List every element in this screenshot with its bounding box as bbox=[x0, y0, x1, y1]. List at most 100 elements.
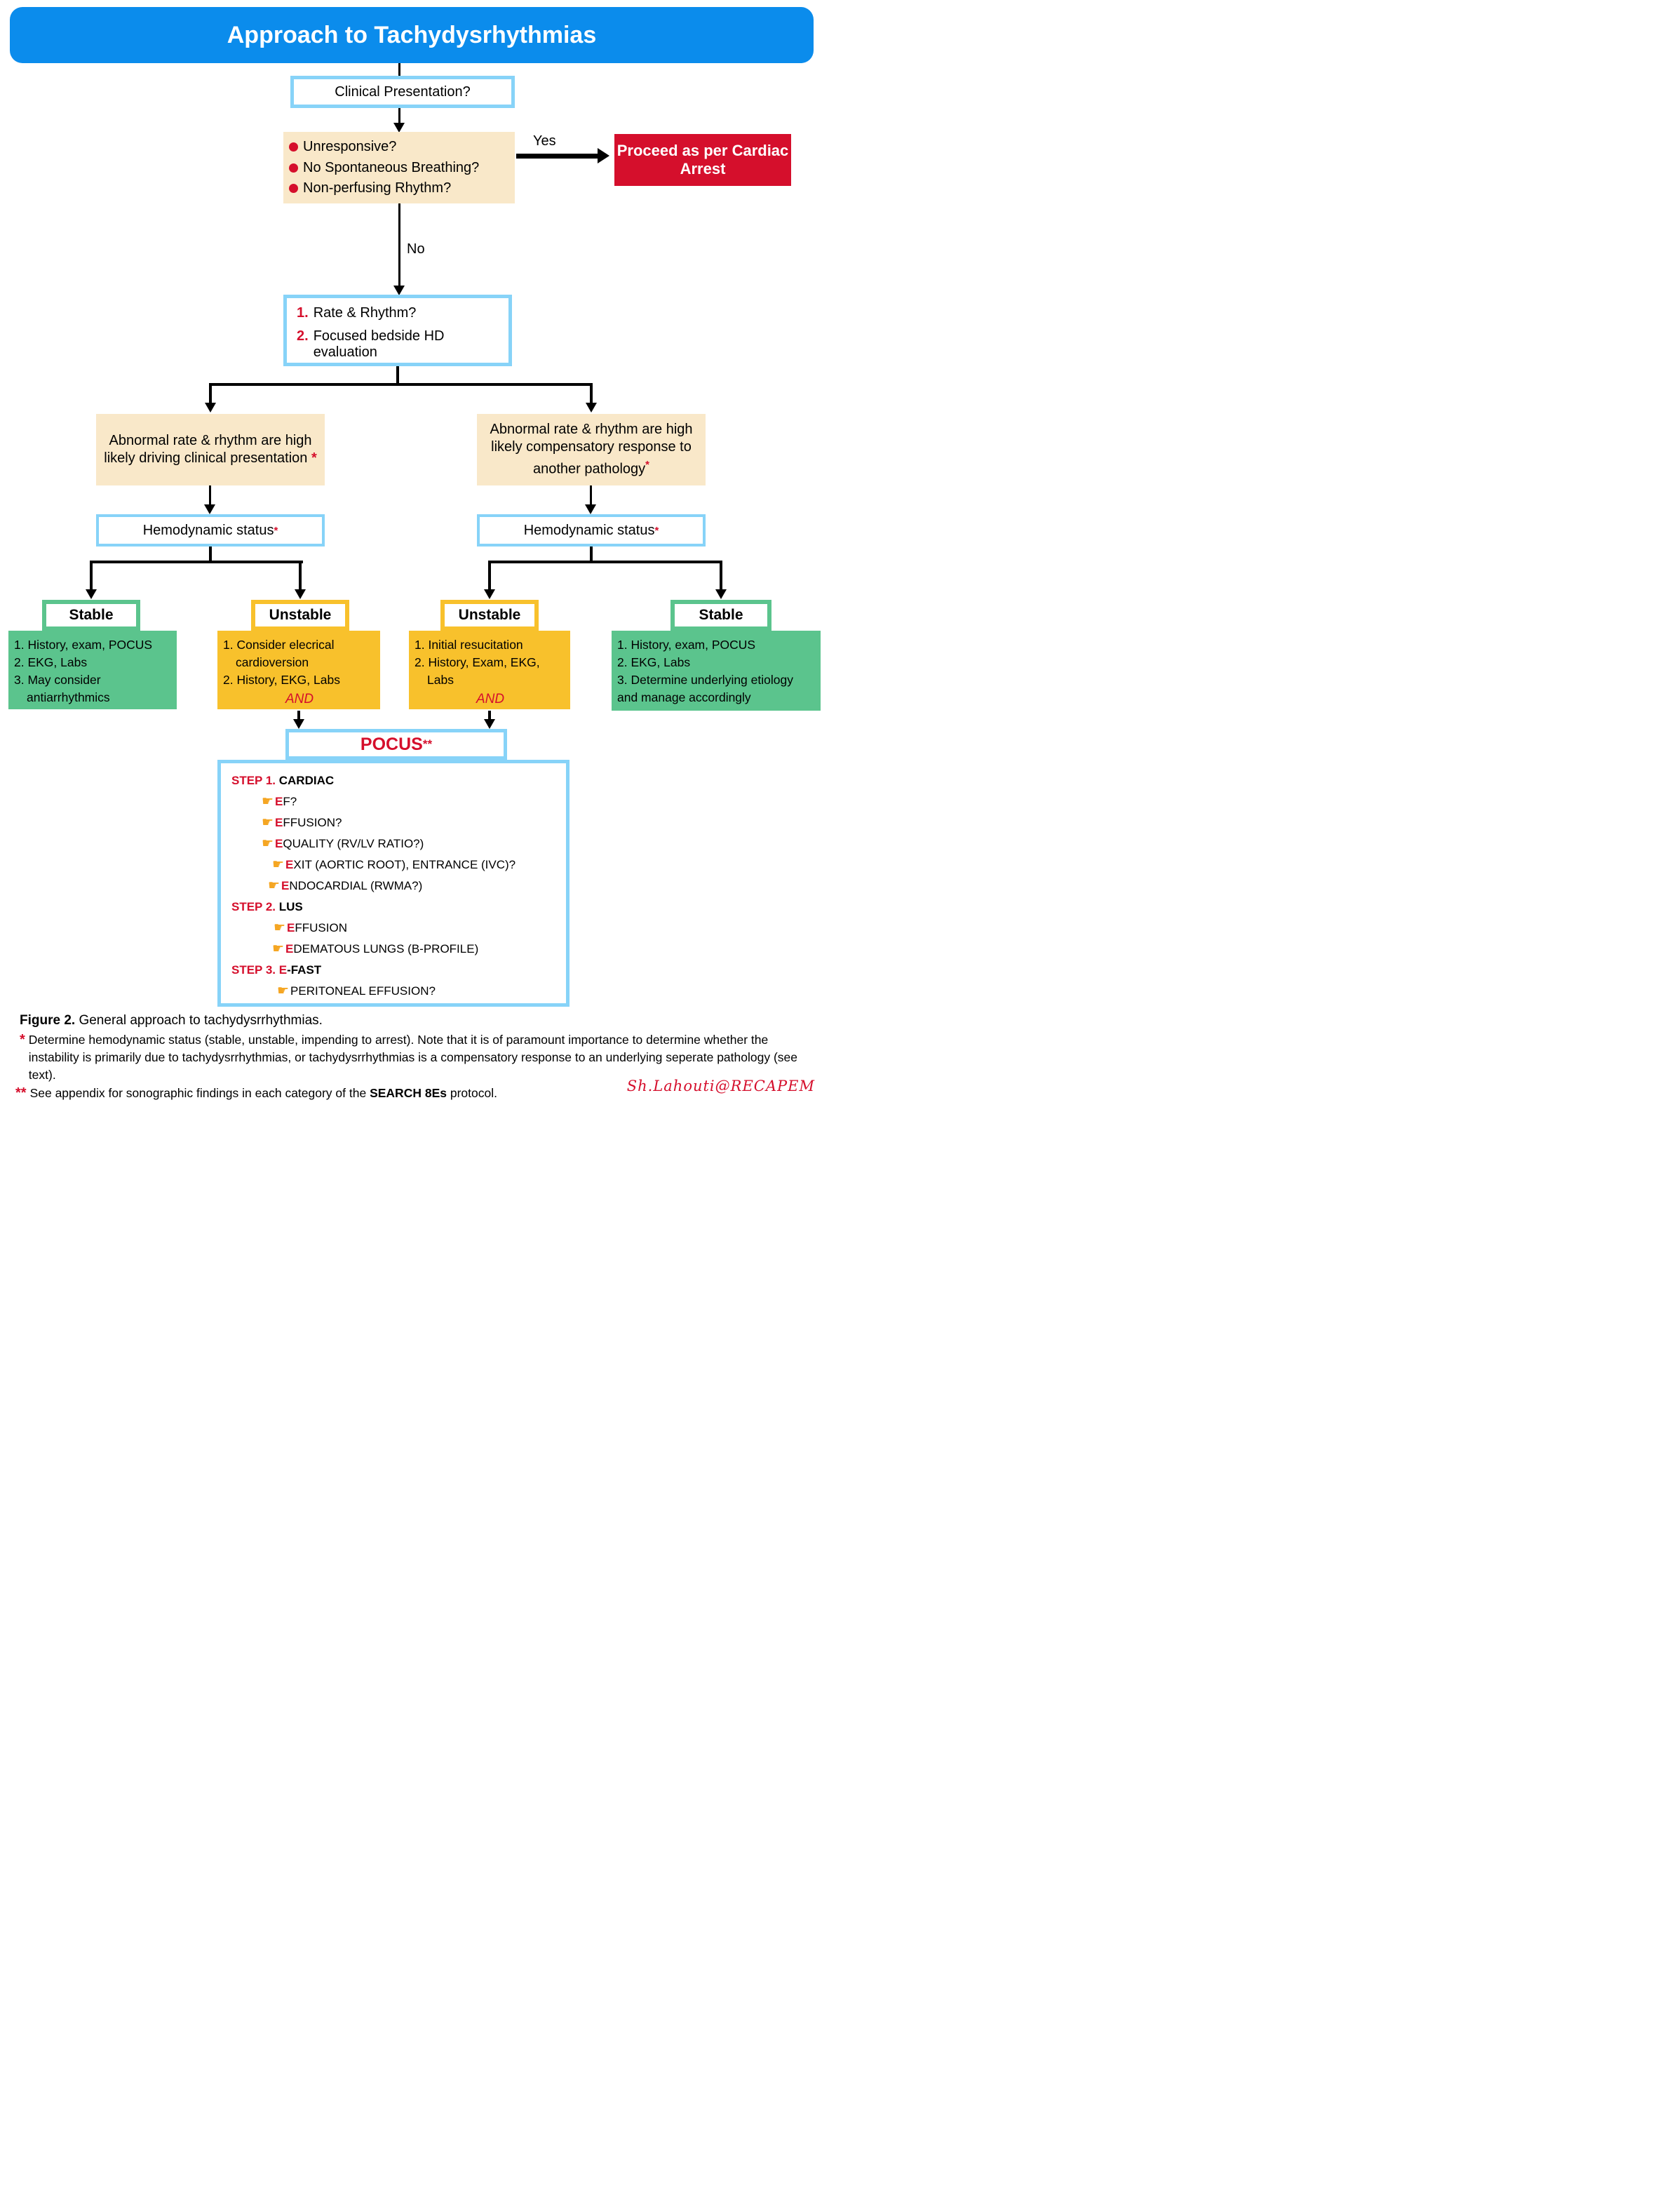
triage-item: No Spontaneous Breathing? bbox=[289, 160, 509, 176]
bullet-dot-icon bbox=[289, 184, 298, 193]
yes-label: Yes bbox=[533, 133, 556, 149]
flowchart-canvas: Approach to Tachydysrhythmias Clinical P… bbox=[0, 0, 829, 1106]
step-name: LUS bbox=[278, 900, 303, 913]
step-name: CARDIAC bbox=[278, 774, 335, 787]
item-text: XIT (AORTIC ROOT), ENTRANCE (IVC)? bbox=[293, 858, 516, 871]
connector-split2L-a bbox=[90, 561, 93, 590]
list-item: 1. Initial resucitation bbox=[414, 638, 523, 652]
no-label: No bbox=[407, 241, 425, 257]
item-text: DEMATOUS LUNGS (B-PROFILE) bbox=[293, 942, 479, 956]
asterisk: * bbox=[20, 1032, 25, 1047]
assessment-item: 1. Rate & Rhythm? bbox=[297, 305, 501, 321]
item-lead: E bbox=[287, 921, 295, 934]
pointing-finger-icon: ☛ bbox=[262, 794, 274, 809]
item-text: QUALITY (RV/LV RATIO?) bbox=[283, 837, 424, 850]
connector-split2R-b bbox=[720, 561, 722, 590]
footnote-double-asterisk: ** See appendix for sonographic findings… bbox=[15, 1085, 497, 1102]
assessment-item-label: Rate & Rhythm? bbox=[313, 305, 417, 321]
pocus-step1: STEP 1. CARDIAC bbox=[231, 770, 566, 791]
assessment-item-label: Focused bedside HD evaluation bbox=[313, 328, 445, 360]
connector-unstableR-pocus bbox=[488, 711, 491, 720]
pointing-finger-icon: ☛ bbox=[262, 815, 274, 830]
item-lead: E bbox=[281, 879, 290, 892]
connector-yes bbox=[516, 154, 599, 159]
connector-unstableL-pocus bbox=[297, 711, 300, 720]
pocus-item: ☛PERITONEAL EFFUSION? bbox=[277, 981, 566, 1002]
page-title: Approach to Tachydysrhythmias bbox=[10, 7, 814, 63]
item-text: FFUSION bbox=[295, 921, 347, 934]
branch-compensatory-label: Abnormal rate & rhythm are high likely c… bbox=[490, 422, 693, 477]
list-item: 3. Determine underlying etiology and man… bbox=[617, 673, 793, 704]
pocus-step3: STEP 3. E-FAST bbox=[231, 960, 566, 981]
connector-title-down bbox=[398, 63, 400, 76]
arrowhead-split2L-b bbox=[295, 589, 306, 599]
node-stable-right-actions: 1. History, exam, POCUS 2. EKG, Labs 3. … bbox=[612, 631, 821, 711]
item-lead: E bbox=[285, 942, 294, 956]
pointing-finger-icon: ☛ bbox=[277, 984, 290, 998]
arrowhead-no bbox=[393, 286, 405, 295]
item-number: 1. bbox=[297, 305, 309, 321]
node-branch-driving: Abnormal rate & rhythm are high likely d… bbox=[96, 414, 325, 485]
list-item: 1. History, exam, POCUS bbox=[14, 638, 153, 652]
note2-a: See appendix for sonographic findings in… bbox=[29, 1086, 370, 1100]
connector-no bbox=[398, 203, 400, 286]
figure-caption-text: General approach to tachydysrrhythmias. bbox=[75, 1013, 323, 1028]
triage-item-label: No Spontaneous Breathing? bbox=[303, 159, 480, 175]
arrowhead-unstableR-pocus bbox=[484, 719, 495, 729]
pocus-item: ☛EFFUSION? bbox=[262, 812, 566, 833]
connector-split1-right bbox=[590, 383, 593, 404]
and-label: AND bbox=[476, 692, 505, 706]
branch-driving-text: Abnormal rate & rhythm are high likely d… bbox=[100, 432, 321, 467]
list-item: 2. EKG, Labs bbox=[617, 655, 691, 669]
pointing-finger-icon: ☛ bbox=[268, 878, 281, 893]
pocus-item: ☛EDEMATOUS LUNGS (B-PROFILE) bbox=[272, 939, 566, 960]
bullet-dot-icon bbox=[289, 163, 298, 173]
header-unstable-left: Unstable bbox=[251, 600, 349, 631]
pointing-finger-icon: ☛ bbox=[272, 857, 285, 872]
list-item: 2. History, Exam, EKG, Labs bbox=[414, 655, 540, 687]
pointing-finger-icon: ☛ bbox=[272, 941, 285, 956]
item-lead: E bbox=[275, 795, 283, 808]
connector-cp-down bbox=[398, 108, 400, 123]
triage-item: Non-perfusing Rhythm? bbox=[289, 180, 509, 196]
connector-split1-bar bbox=[209, 383, 593, 386]
item-text: NDOCARDIAL (RWMA?) bbox=[289, 879, 423, 892]
arrowhead-split2L-a bbox=[86, 589, 97, 599]
step-label: STEP 3. bbox=[231, 963, 276, 977]
asterisk: * bbox=[311, 450, 317, 466]
triage-item: Unresponsive? bbox=[289, 139, 509, 155]
connector-split2L-bar bbox=[90, 561, 303, 563]
author-signature: Sh.Lahouti@RECAPEM bbox=[626, 1078, 815, 1094]
connector-split2R-a bbox=[488, 561, 491, 590]
triage-item-label: Unresponsive? bbox=[303, 139, 397, 154]
node-hemo-left: Hemodynamic status* bbox=[96, 514, 325, 547]
node-pocus-title: POCUS** bbox=[285, 729, 507, 760]
step-label: STEP 2. bbox=[231, 900, 276, 913]
pocus-item: ☛EF? bbox=[262, 791, 566, 812]
footnote-asterisk-text: Determine hemodynamic status (stable, un… bbox=[28, 1033, 797, 1082]
item-text: PERITONEAL EFFUSION? bbox=[290, 984, 436, 998]
arrowhead-split1-left bbox=[205, 403, 216, 413]
arrowhead-unstableL-pocus bbox=[293, 719, 304, 729]
pocus-item: ☛EFFUSION bbox=[274, 918, 566, 939]
arrowhead-cp-down bbox=[393, 123, 405, 133]
node-unstable-left-actions: 1. Consider elecrical cardioversion 2. H… bbox=[217, 631, 380, 709]
item-number: 2. bbox=[297, 328, 309, 344]
list-item: 3. May consider antiarrhythmics bbox=[14, 673, 110, 704]
arrowhead-split2R-b bbox=[715, 589, 727, 599]
list-item: 1. History, exam, POCUS bbox=[617, 638, 756, 652]
connector-split2L-b bbox=[299, 561, 302, 590]
arrowhead-split1-right bbox=[586, 403, 597, 413]
node-hemo-right: Hemodynamic status* bbox=[477, 514, 706, 547]
figure-caption: Figure 2. General approach to tachydysrr… bbox=[20, 1013, 323, 1028]
connector-split1-left bbox=[209, 383, 212, 404]
connector-split2L-stub bbox=[209, 547, 212, 563]
node-assessment: 1. Rate & Rhythm? 2. Focused bedside HD … bbox=[283, 295, 512, 366]
pointing-finger-icon: ☛ bbox=[274, 920, 286, 935]
step-name: -FAST bbox=[287, 963, 322, 977]
node-stable-left-actions: 1. History, exam, POCUS 2. EKG, Labs 3. … bbox=[8, 631, 177, 709]
footnote-asterisk: * Determine hemodynamic status (stable, … bbox=[20, 1031, 812, 1084]
item-lead: E bbox=[275, 837, 283, 850]
header-unstable-right: Unstable bbox=[440, 600, 539, 631]
double-asterisk: ** bbox=[15, 1085, 27, 1101]
